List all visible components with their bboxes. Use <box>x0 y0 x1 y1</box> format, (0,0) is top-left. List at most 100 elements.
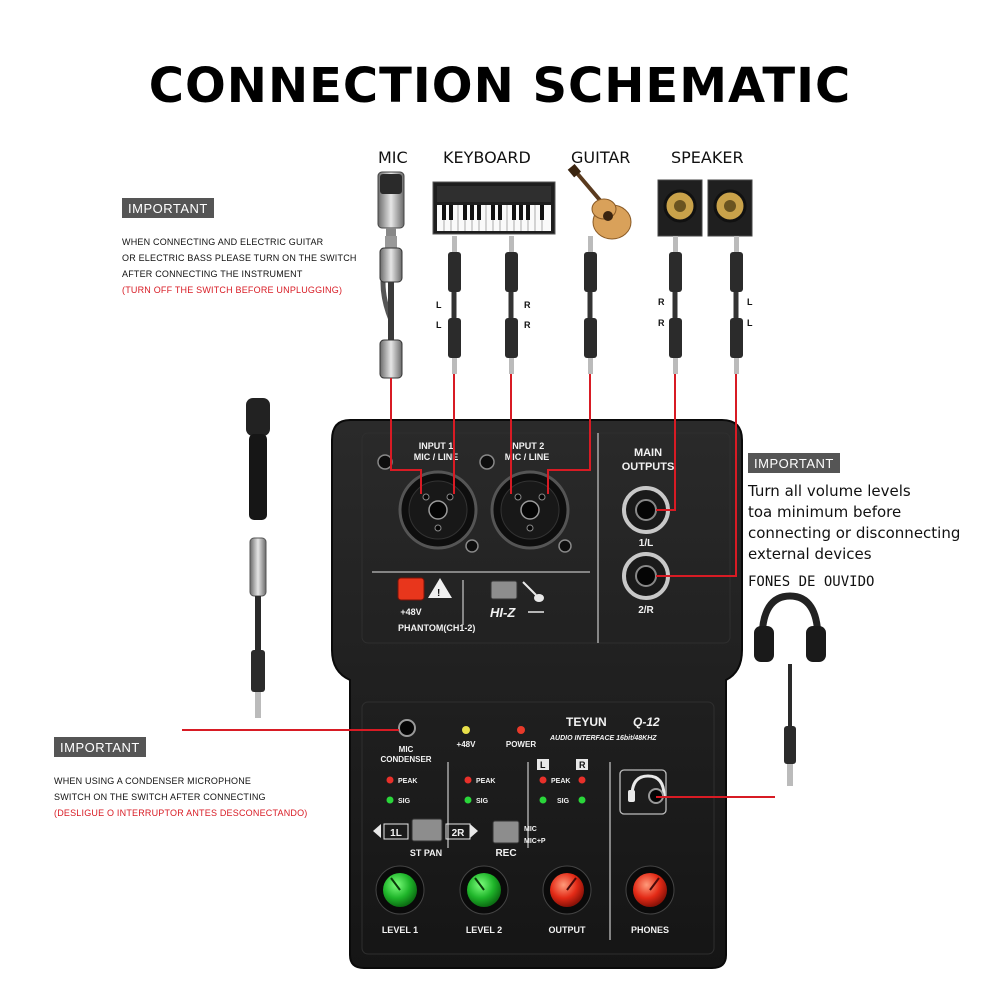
important-badge-volume: IMPORTANT <box>748 453 840 473</box>
meter-r-label: R <box>579 760 586 770</box>
brand-label: TEYUN <box>566 715 607 729</box>
led-power-icon <box>517 726 525 734</box>
hiz-label: HI-Z <box>490 605 516 620</box>
trs-cable-keyboard-right <box>505 236 518 374</box>
phantom-label: PHANTOM(CH1-2) <box>398 623 475 633</box>
note-guitar-line: AFTER CONNECTING THE INSTRUMENT <box>122 269 303 279</box>
level1-knob[interactable] <box>375 865 425 915</box>
speaker-left-icon <box>657 179 703 237</box>
sig-label: SIG <box>398 798 411 805</box>
jack-hole[interactable] <box>479 454 495 470</box>
input1-label: INPUT 1 <box>419 441 454 451</box>
screw-icon <box>558 539 572 553</box>
wire-speaker-right-out-left <box>656 374 676 511</box>
important-badge-guitar: IMPORTANT <box>122 198 214 218</box>
mic-condenser-jack[interactable] <box>398 719 416 737</box>
phones-jack[interactable] <box>619 769 667 815</box>
phantom-voltage-label: +48V <box>400 607 421 617</box>
cable-channel-label: R <box>658 318 665 328</box>
speaker-label: SPEAKER <box>671 148 744 167</box>
handheld-mic-icon <box>246 398 270 718</box>
rec-mic-label: MIC <box>524 826 537 833</box>
peak-led-icon <box>578 776 586 784</box>
headphones-icon <box>754 592 826 786</box>
input1-combo-jack[interactable] <box>398 470 478 550</box>
acoustic-guitar-icon <box>567 163 632 240</box>
sig-led-icon <box>539 796 547 804</box>
mic-label: MIC <box>378 148 408 167</box>
level1-label: LEVEL 1 <box>382 925 418 935</box>
led-48v-label: +48V <box>457 740 477 749</box>
warning-icon <box>428 578 452 598</box>
cable-channel-label: R <box>524 300 531 310</box>
note-condenser-line: WHEN USING A CONDENSER MICROPHONE <box>54 776 252 786</box>
speaker-right-icon <box>707 179 753 237</box>
cable-channel-label: L <box>436 320 442 330</box>
note-volume: Turn all volume levels toa minimum befor… <box>748 481 960 565</box>
pan-1l-label: 1L <box>390 828 402 839</box>
trs-cable-guitar <box>584 236 597 374</box>
peak-label: PEAK <box>476 778 495 785</box>
page-title: CONNECTION SCHEMATIC <box>148 58 852 114</box>
output-knob[interactable] <box>542 865 592 915</box>
keyboard-label: KEYBOARD <box>443 148 531 167</box>
peak-label: PEAK <box>551 778 570 785</box>
main-output-right-jack[interactable] <box>622 552 670 600</box>
main-output-left-jack[interactable] <box>622 486 670 534</box>
headphones-label: FONES DE OUVIDO <box>748 574 875 590</box>
peak-label: PEAK <box>398 778 417 785</box>
input2-combo-jack[interactable] <box>490 470 570 550</box>
rec-label: REC <box>495 848 516 859</box>
subtitle-label: AUDIO INTERFACE 16bit/48KHZ <box>549 735 657 742</box>
condenser-mic-icon <box>377 171 405 236</box>
main-outputs-label: MAIN <box>634 447 662 459</box>
meter-l-label: L <box>540 760 546 770</box>
meter-l-box <box>537 759 549 770</box>
trs-cable-keyboard-left <box>448 236 461 374</box>
input1-label: MIC / LINE <box>414 452 459 462</box>
hiz-switch[interactable] <box>490 580 518 600</box>
st-pan-label: ST PAN <box>410 848 442 858</box>
note-condenser-line: SWITCH ON THE SWITCH AFTER CONNECTING <box>54 792 266 802</box>
input2-label: MIC / LINE <box>505 452 550 462</box>
trs-cable-speaker-right <box>669 236 682 374</box>
meter-r-box <box>576 759 588 770</box>
screw-icon <box>465 539 479 553</box>
note-guitar-line: WHEN CONNECTING AND ELECTRIC GUITAR <box>122 237 324 247</box>
sig-led-icon <box>578 796 586 804</box>
led-48v-icon <box>462 726 470 734</box>
level2-knob[interactable] <box>459 865 509 915</box>
note-volume-line: external devices <box>748 545 872 563</box>
st-pan-switch[interactable] <box>373 818 478 842</box>
note-volume-line: toa minimum before <box>748 503 902 521</box>
note-guitar-warning: (TURN OFF THE SWITCH BEFORE UNPLUGGING) <box>122 285 343 295</box>
out-left-label: 1/L <box>639 538 653 549</box>
input2-label: INPUT 2 <box>510 441 545 451</box>
phones-knob[interactable] <box>625 865 675 915</box>
model-label: Q-12 <box>633 715 660 729</box>
level2-label: LEVEL 2 <box>466 925 502 935</box>
led-power-label: POWER <box>506 740 536 749</box>
sig-label: SIG <box>557 798 570 805</box>
note-guitar-line: OR ELECTRIC BASS PLEASE TURN ON THE SWIT… <box>122 253 357 263</box>
output-label: OUTPUT <box>549 925 587 935</box>
connection-wires <box>182 374 775 798</box>
note-volume-line: Turn all volume levels <box>748 482 911 500</box>
note-condenser: WHEN USING A CONDENSER MICROPHONE SWITCH… <box>54 773 308 821</box>
guitar-small-icon <box>522 581 544 602</box>
cable-channel-label: R <box>658 297 665 307</box>
warning-icon-mark: ! <box>437 588 440 599</box>
phantom-power-button[interactable] <box>397 577 425 601</box>
trs-cable-speaker-left <box>730 236 743 374</box>
cable-channel-label: L <box>436 300 442 310</box>
important-badge-condenser: IMPORTANT <box>54 737 146 757</box>
peak-led-icon <box>539 776 547 784</box>
rec-switch[interactable] <box>492 820 520 844</box>
jack-hole[interactable] <box>377 454 393 470</box>
sig-led-icon <box>386 796 394 804</box>
main-outputs-label: OUTPUTS <box>622 461 675 473</box>
sig-led-icon <box>464 796 472 804</box>
mic-condenser-label: MIC <box>399 745 414 754</box>
peak-led-icon <box>464 776 472 784</box>
